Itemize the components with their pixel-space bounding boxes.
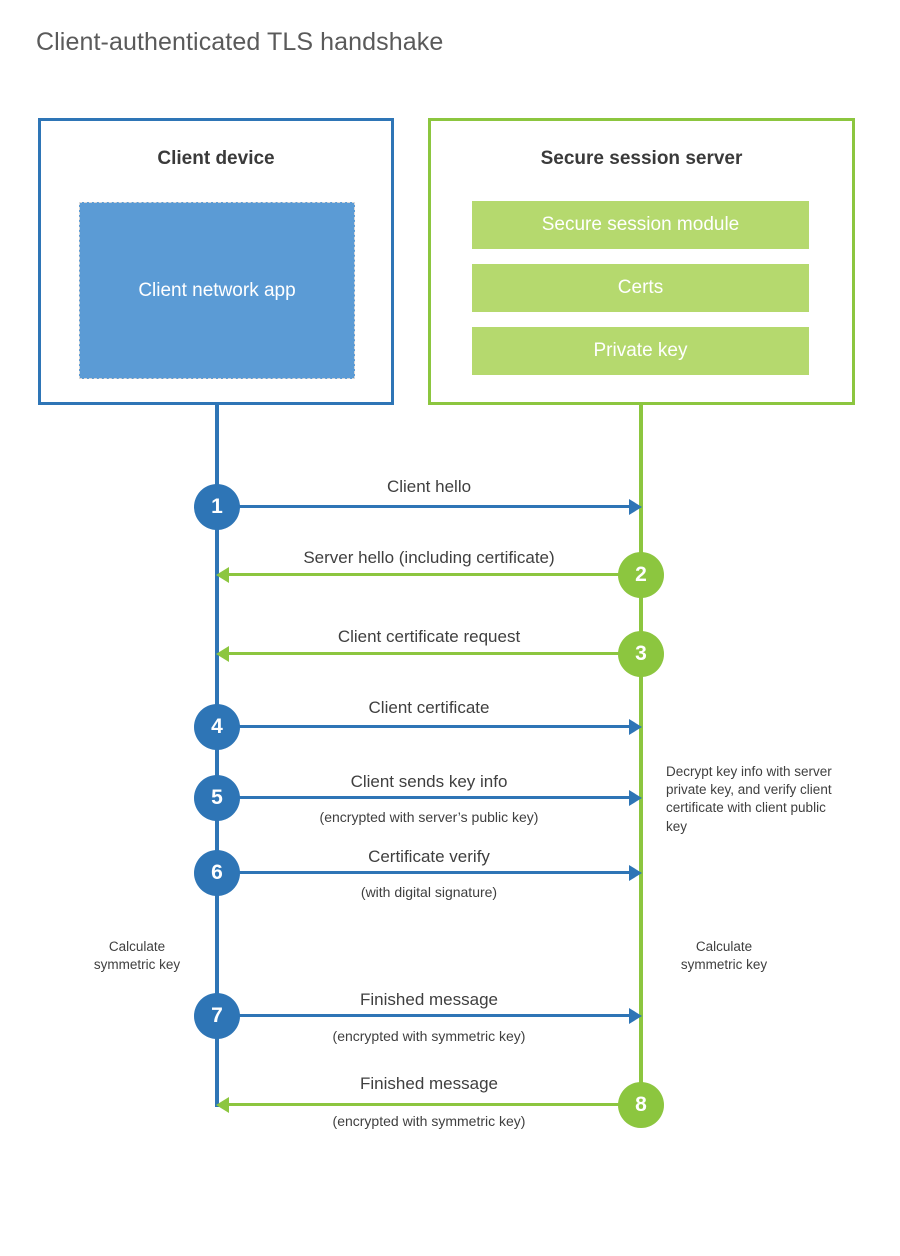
message-line-7 [217,1014,637,1017]
arrow-head-5 [629,790,642,806]
message-label-5: Client sends key info [350,772,508,791]
message-line-8 [228,1103,641,1106]
client-calculate-line-1: Calculate [108,939,166,954]
server-lifeline [639,403,643,1107]
client-lifeline [215,403,219,1107]
step-badge-4[interactable]: 4 [194,704,240,750]
page-title: Client-authenticated TLS handshake [36,28,444,56]
arrow-head-7 [629,1008,642,1024]
step-badge-6[interactable]: 6 [194,850,240,896]
server-calculate-line-2: symmetric key [680,957,768,973]
server-calculate-line-1: Calculate [695,939,753,954]
message-sublabel-6: (with digital signature) [360,884,498,900]
message-sublabel-7: (encrypted with symmetric key) [332,1028,526,1044]
server-module-secure-session-module: Secure session module [472,201,809,249]
client-device-title: Client device [157,148,275,169]
arrow-head-8 [216,1097,229,1113]
server-module-private-key: Private key [472,327,809,375]
message-label-8: Finished message [360,1074,498,1093]
message-label-7: Finished message [360,990,498,1009]
step-badge-7[interactable]: 7 [194,993,240,1039]
message-label-1: Client hello [386,477,472,496]
step-badge-1[interactable]: 1 [194,484,240,530]
client-device-box: Client device Client network app [38,118,394,405]
message-label-2: Server hello (including certificate) [303,548,555,567]
message-label-3: Client certificate request [337,627,521,646]
step-badge-5[interactable]: 5 [194,775,240,821]
client-network-app-block: Client network app [79,202,355,379]
message-line-3 [228,652,641,655]
message-label-4: Client certificate [368,698,490,717]
message-label-6: Certificate verify [368,847,490,866]
server-decrypt-annotation: Decrypt key info with server private key… [666,764,832,834]
arrow-head-4 [629,719,642,735]
message-line-2 [228,573,641,576]
step-badge-8[interactable]: 8 [618,1082,664,1128]
message-line-1 [217,505,637,508]
arrow-head-6 [629,865,642,881]
message-sublabel-8: (encrypted with symmetric key) [332,1113,526,1129]
server-module-certs: Certs [472,264,809,312]
message-sublabel-5: (encrypted with server’s public key) [319,809,539,825]
client-calculate-line-2: symmetric key [93,957,181,973]
server-calculate-symmetric-key-annotation: Calculate symmetric key [644,938,804,974]
secure-session-server-box: Secure session server Secure session mod… [428,118,855,405]
step-badge-3[interactable]: 3 [618,631,664,677]
arrow-head-1 [629,499,642,515]
message-line-5 [217,796,637,799]
client-calculate-symmetric-key-annotation: Calculate symmetric key [57,938,217,974]
step-badge-2[interactable]: 2 [618,552,664,598]
message-line-4 [217,725,637,728]
message-line-6 [217,871,637,874]
arrow-head-3 [216,646,229,662]
secure-session-server-title: Secure session server [540,148,743,169]
arrow-head-2 [216,567,229,583]
